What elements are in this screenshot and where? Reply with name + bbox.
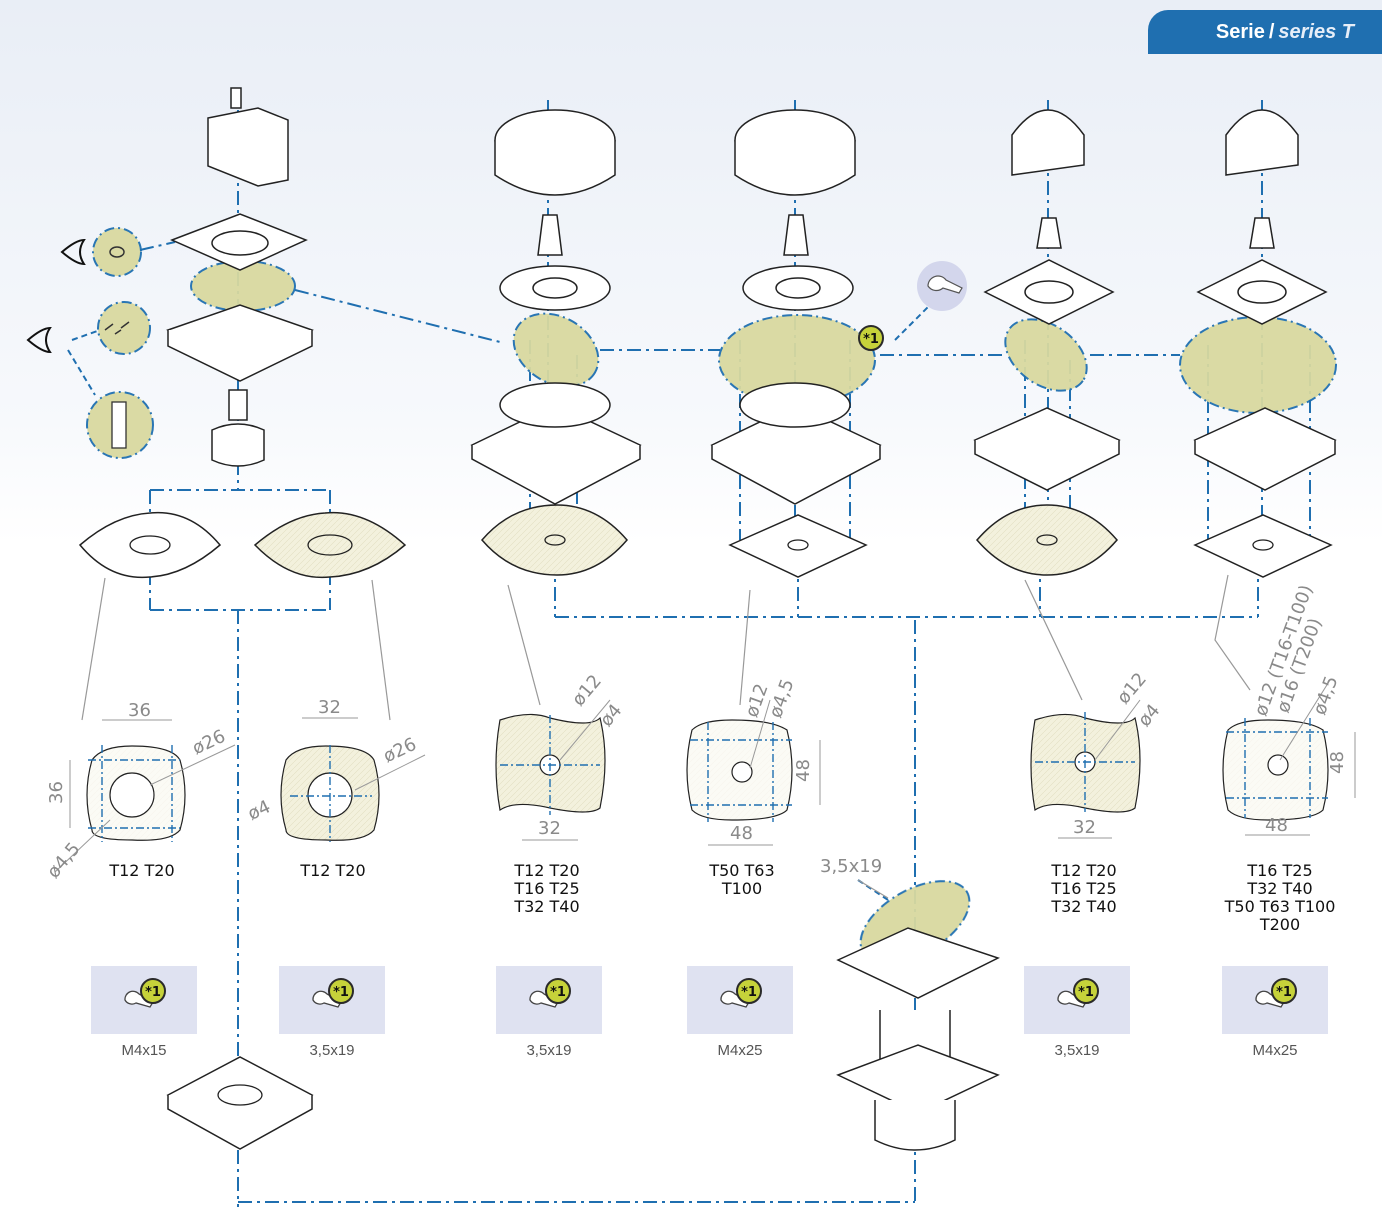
star-badge: *1 bbox=[328, 978, 354, 1004]
screw-icon bbox=[1057, 990, 1087, 1008]
screw-icon bbox=[529, 990, 559, 1008]
series-label: series T bbox=[1278, 20, 1354, 43]
screw-caption-1: M4x15 bbox=[121, 1042, 167, 1059]
screw-icon bbox=[312, 990, 342, 1008]
star-badge: *1 bbox=[1073, 978, 1099, 1004]
screw-caption-5: 3,5x19 bbox=[1054, 1042, 1100, 1059]
screw-caption-3: 3,5x19 bbox=[526, 1042, 572, 1059]
star-badge: *1 bbox=[736, 978, 762, 1004]
model-label-2: T12 T20 bbox=[300, 861, 366, 880]
star-badge: *1 bbox=[1271, 978, 1297, 1004]
dim-48-b: 48 bbox=[792, 759, 814, 782]
screw-caption-2: 3,5x19 bbox=[309, 1042, 355, 1059]
star-badge: *1 bbox=[140, 978, 166, 1004]
model-label-1: T12 T20 bbox=[109, 861, 175, 880]
dim-32-a: 32 bbox=[318, 697, 341, 718]
serie-label: Serie bbox=[1215, 20, 1265, 43]
dim-32-c: 32 bbox=[1073, 817, 1096, 838]
screw-icon bbox=[124, 990, 154, 1008]
screw-caption-6: M4x25 bbox=[1252, 1042, 1298, 1059]
star-badge: *1 bbox=[545, 978, 571, 1004]
screw-caption-4: M4x25 bbox=[717, 1042, 763, 1059]
dim-48-d: 48 bbox=[1326, 751, 1348, 774]
dim-36-vertical: 36 bbox=[45, 781, 67, 804]
screw-icon bbox=[720, 990, 750, 1008]
dim-48-c: 48 bbox=[1265, 815, 1288, 836]
series-tab: Serie/series T bbox=[1148, 10, 1382, 54]
dim-48-a: 48 bbox=[730, 823, 753, 844]
screw-icon bbox=[1255, 990, 1285, 1008]
dim-36-horizontal: 36 bbox=[128, 700, 151, 721]
screw-callout: 3,5x19 bbox=[820, 856, 883, 877]
dim-32-b: 32 bbox=[538, 818, 561, 839]
star-badge: *1 bbox=[858, 325, 884, 351]
